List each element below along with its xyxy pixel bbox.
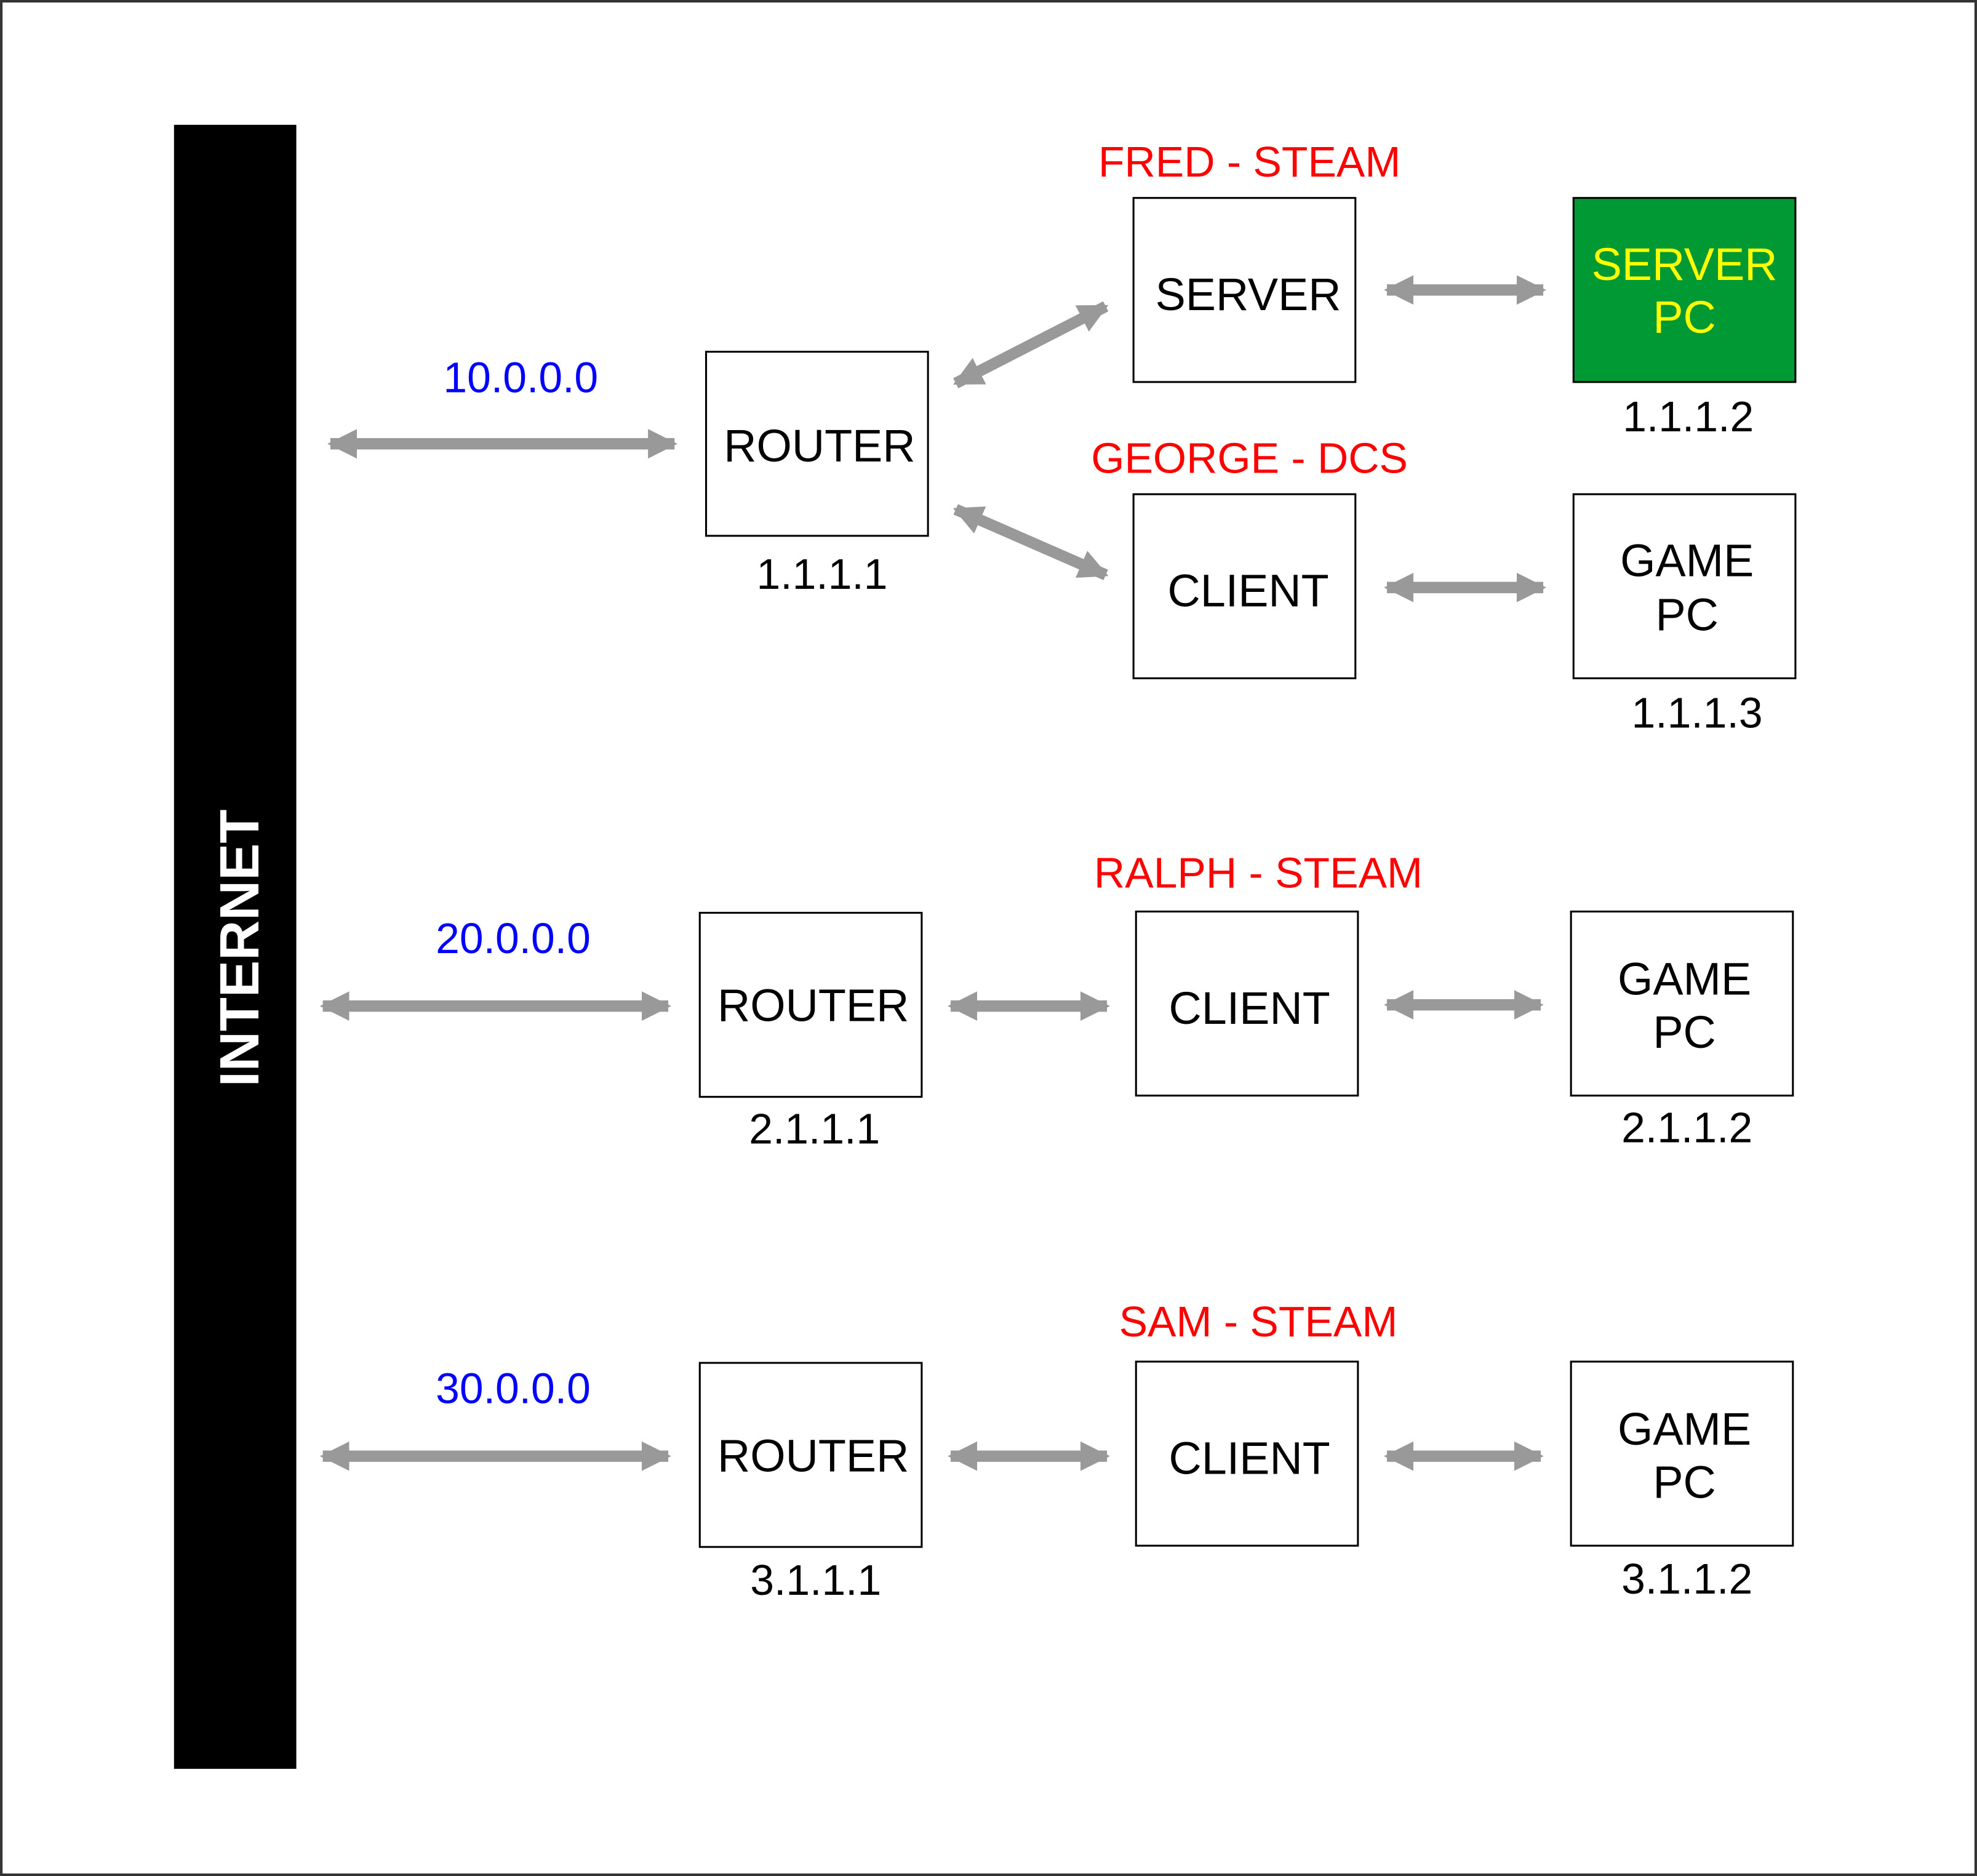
owner-label-ralph: RALPH - STEAM <box>1094 849 1423 897</box>
router-box-2 <box>698 911 923 1098</box>
network-group-3: 30.0.0.0 ROUTER 3.1.1.1 SAM - STEAM CLIE… <box>319 1298 1794 1604</box>
client-box-3 <box>1135 1360 1359 1547</box>
link-router-server <box>953 301 1109 389</box>
game-pc-label-line-1-2: PC <box>1655 589 1718 641</box>
server-pc-box <box>1572 197 1797 383</box>
link-router-client-1 <box>953 504 1109 580</box>
owner-label-fred: FRED - STEAM <box>1098 138 1400 186</box>
internet-bar <box>174 124 297 1769</box>
client-label-1: CLIENT <box>1167 565 1328 617</box>
router-ip-2: 2.1.1.1 <box>749 1104 880 1152</box>
game-pc-box-3 <box>1570 1360 1794 1547</box>
server-box <box>1132 197 1357 383</box>
network-group-1: 10.0.0.0 ROUTER 1.1.1.1 FRED - STEAM SER… <box>327 138 1797 736</box>
router-label-1: ROUTER <box>724 420 915 471</box>
server-pc-label-line-2: PC <box>1653 292 1715 343</box>
server-pc-label-line-1: SERVER <box>1592 239 1778 290</box>
client-box-1 <box>1132 493 1357 679</box>
owner-label-sam: SAM - STEAM <box>1119 1298 1398 1346</box>
router-ip-1: 1.1.1.1 <box>757 550 888 598</box>
network-group-2: 20.0.0.0 ROUTER 2.1.1.1 RALPH - STEAM CL… <box>319 849 1794 1152</box>
router-label-2: ROUTER <box>717 980 909 1031</box>
network-address-3: 30.0.0.0 <box>436 1365 591 1413</box>
game-pc-box-2 <box>1570 910 1794 1097</box>
router-ip-3: 3.1.1.1 <box>750 1556 881 1604</box>
game-pc-ip-1: 1.1.1.3 <box>1632 689 1763 736</box>
router-box-1 <box>705 351 929 537</box>
server-label: SERVER <box>1156 269 1341 320</box>
client-box-2 <box>1135 910 1359 1097</box>
router-label-3: ROUTER <box>717 1430 909 1481</box>
game-pc-label-line-3-1: GAME <box>1618 1403 1751 1455</box>
router-box-3 <box>698 1362 923 1548</box>
game-pc-box-1 <box>1572 493 1797 679</box>
game-pc-label-line-2-2: PC <box>1653 1007 1715 1058</box>
owner-label-george: GEORGE - DCS <box>1091 434 1408 482</box>
internet-label: INTERNET <box>209 810 271 1087</box>
client-label-3: CLIENT <box>1169 1432 1330 1483</box>
game-pc-label-line-2-1: GAME <box>1618 954 1751 1005</box>
game-pc-ip-2: 2.1.1.2 <box>1621 1103 1752 1151</box>
game-pc-label-line-1-1: GAME <box>1620 535 1754 586</box>
network-address-1: 10.0.0.0 <box>443 353 598 401</box>
network-address-2: 20.0.0.0 <box>436 914 591 962</box>
client-label-2: CLIENT <box>1169 983 1330 1034</box>
game-pc-label-line-3-2: PC <box>1653 1456 1715 1507</box>
server-pc-ip: 1.1.1.2 <box>1623 393 1754 441</box>
game-pc-ip-3: 3.1.1.2 <box>1621 1555 1752 1603</box>
